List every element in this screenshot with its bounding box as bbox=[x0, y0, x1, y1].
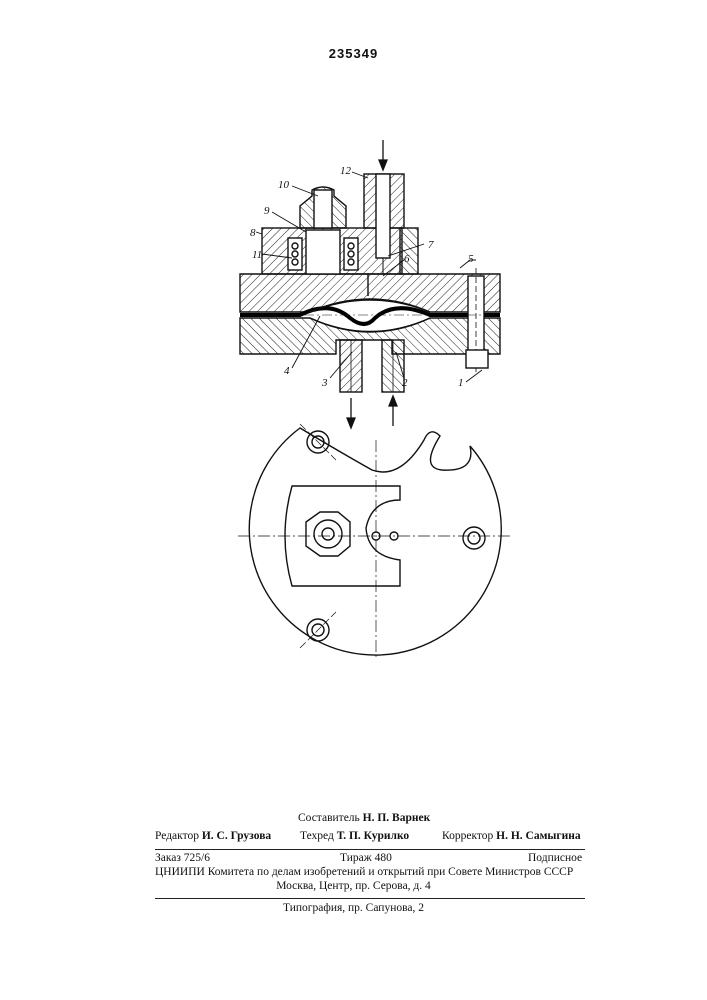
insert-9 bbox=[306, 230, 340, 274]
label-4: 4 bbox=[284, 365, 290, 377]
editor-name: И. С. Грузова bbox=[202, 830, 271, 842]
divider-bottom bbox=[155, 898, 585, 899]
label-1: 1 bbox=[458, 377, 464, 389]
label-12: 12 bbox=[340, 165, 352, 177]
label-6: 6 bbox=[404, 253, 410, 265]
label-5: 5 bbox=[468, 253, 474, 265]
label-9: 9 bbox=[264, 205, 270, 217]
upper-body bbox=[240, 274, 500, 312]
circulation: Тираж 480 bbox=[340, 852, 392, 864]
techred-label: Техред bbox=[300, 830, 334, 842]
institute: ЦНИИПИ Комитета по делам изобретений и о… bbox=[155, 866, 585, 878]
label-7: 7 bbox=[428, 239, 434, 251]
printing-house: Типография, пр. Сапунова, 2 bbox=[0, 902, 707, 914]
techred-name: Т. П. Курилко bbox=[337, 830, 409, 842]
label-8: 8 bbox=[250, 227, 256, 239]
editor-label: Редактор bbox=[155, 830, 199, 842]
composer-line: Составитель Н. П. Варнек bbox=[298, 812, 430, 824]
label-3: 3 bbox=[321, 377, 328, 389]
corrector-label: Корректор bbox=[442, 830, 493, 842]
corrector-name: Н. Н. Самыгина bbox=[496, 830, 580, 842]
address: Москва, Центр, пр. Серова, д. 4 bbox=[0, 880, 707, 892]
composer-label: Составитель bbox=[298, 812, 360, 824]
label-10: 10 bbox=[278, 179, 290, 191]
label-11: 11 bbox=[252, 249, 262, 261]
plan-view bbox=[238, 424, 510, 660]
order-number: Заказ 725/6 bbox=[155, 852, 210, 864]
divider-top bbox=[155, 849, 585, 850]
editor-line: Редактор И. С. Грузова bbox=[155, 830, 271, 842]
subscription: Подписное bbox=[528, 852, 582, 864]
techred-line: Техред Т. П. Курилко bbox=[300, 830, 409, 842]
label-2: 2 bbox=[402, 377, 408, 389]
corrector-line: Корректор Н. Н. Самыгина bbox=[442, 830, 581, 842]
composer-name: Н. П. Варнек bbox=[363, 812, 431, 824]
section-view bbox=[240, 140, 500, 392]
